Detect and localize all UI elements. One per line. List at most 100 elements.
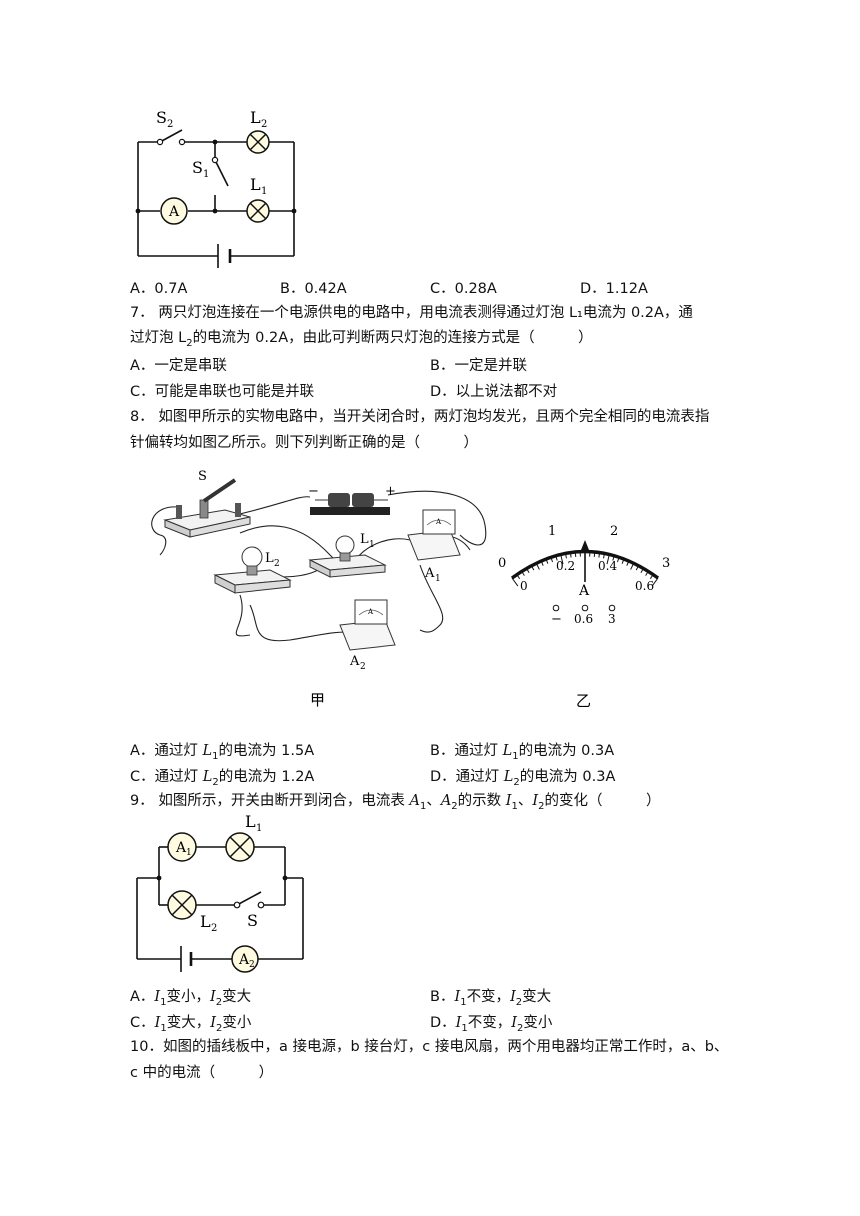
dial-tick — [616, 557, 620, 563]
svg-text:2: 2 — [249, 960, 255, 970]
svg-text:1: 1 — [369, 540, 375, 550]
q8-option-d[interactable]: D．通过灯 L2的电流为 0.3A — [430, 769, 616, 788]
l2-label: L — [250, 108, 261, 127]
lamp-l2-label: L — [200, 912, 211, 931]
svg-text:2: 2 — [261, 119, 267, 130]
dial-tick — [555, 555, 558, 561]
dial-tick — [565, 553, 567, 559]
lamp-l1-label: L — [245, 812, 256, 831]
battery-plus-label: + — [385, 484, 396, 499]
l1-label: L — [250, 175, 261, 194]
svg-text:2: 2 — [274, 559, 280, 569]
q9-stem: 9． 如图所示，开关由断开到闭合，电流表 A1、A2的示数 I1、I2的变化（ … — [130, 793, 661, 812]
dial-tick — [635, 565, 639, 571]
q6-option-d[interactable]: D．1.12A — [580, 281, 648, 297]
svg-text:1: 1 — [203, 169, 209, 180]
q8-stem-line2: 针偏转均如图乙所示。则下列判断正确的是（ ） — [130, 435, 478, 451]
terminal-0.6: 0.6 — [574, 612, 593, 626]
q9-circuit-diagram: A 1 L 1 L 2 S A 2 — [136, 812, 304, 973]
q7-option-b[interactable]: B．一定是并联 — [430, 358, 527, 374]
s2-label: S — [156, 108, 167, 127]
dial-tick — [598, 552, 601, 558]
q8-figure-jia-physical-circuit: S − + L 1 L 2 A A 1 A A 2 甲 — [151, 469, 487, 709]
dial-tick — [526, 568, 530, 574]
dial-tick — [521, 571, 525, 576]
dial-tick — [531, 565, 535, 571]
q6-option-c[interactable]: C．0.28A — [430, 281, 497, 297]
dial-tick — [560, 554, 564, 565]
inner-scale-0.2: 0.2 — [556, 559, 575, 573]
lamp-l1-label: L — [360, 532, 369, 547]
svg-text:A: A — [435, 518, 442, 526]
q9-option-d[interactable]: D．I1不变，I2变小 — [430, 1015, 553, 1034]
svg-text:1: 1 — [256, 823, 262, 834]
svg-text:2: 2 — [360, 662, 366, 672]
dial-tick — [606, 554, 610, 565]
inner-scale-0: 0 — [520, 579, 528, 593]
terminal-minus: − — [551, 612, 562, 627]
dial-tick — [630, 563, 635, 570]
figure-jia-caption: 甲 — [310, 691, 325, 709]
svg-text:2: 2 — [211, 923, 217, 934]
dial-tick — [516, 574, 521, 580]
ammeter-a2-label: A — [349, 654, 360, 669]
q7-option-d[interactable]: D．以上说法都不对 — [430, 384, 558, 400]
q8-option-c[interactable]: C．通过灯 L2的电流为 1.2A — [130, 769, 315, 788]
svg-text:1: 1 — [435, 574, 441, 584]
dial-meter-label: A — [578, 583, 590, 599]
q10-stem-line2: c 中的电流（ ） — [130, 1065, 274, 1081]
switch-s-label: S — [247, 911, 258, 930]
lamp-l2-icon — [246, 130, 270, 154]
svg-text:1: 1 — [186, 848, 192, 858]
dial-tick — [645, 571, 649, 576]
q9-option-a[interactable]: A．I1变小，I2变大 — [130, 989, 252, 1008]
terminal-3: 3 — [608, 612, 616, 626]
battery-minus-label: − — [308, 484, 319, 499]
outer-scale-0: 0 — [498, 556, 506, 571]
dial-tick — [651, 577, 659, 587]
q6-option-a[interactable]: A．0.7A — [130, 281, 188, 297]
dial-tick — [550, 557, 554, 563]
dial-tick — [540, 560, 544, 566]
dial-tick — [649, 574, 654, 580]
dial-tick — [535, 563, 540, 570]
dial-tick — [545, 558, 549, 564]
s1-label: S — [192, 158, 203, 177]
lamp-l2-label: L — [265, 551, 274, 566]
dial-tick — [621, 558, 625, 564]
switch-s-label: S — [198, 469, 207, 484]
ammeter-a2-label: A — [238, 952, 250, 968]
q8-stem-line1: 8． 如图甲所示的实物电路中，当开关闭合时，两灯泡均发光，且两个完全相同的电流表… — [130, 409, 710, 425]
inner-scale-0.4: 0.4 — [598, 559, 617, 573]
outer-scale-3: 3 — [662, 556, 670, 571]
ammeter-a1-label: A — [424, 566, 435, 581]
dial-tick — [640, 568, 644, 574]
dial-tick — [569, 552, 572, 558]
outer-scale-1: 1 — [548, 524, 556, 539]
ammeter-label: A — [168, 204, 180, 220]
q7-option-a[interactable]: A．一定是串联 — [130, 358, 227, 374]
q8-option-b[interactable]: B．通过灯 L1的电流为 0.3A — [430, 743, 615, 762]
dial-tick — [626, 560, 630, 566]
dial-tick — [612, 555, 615, 561]
q9-option-b[interactable]: B．I1不变，I2变大 — [430, 989, 552, 1008]
figure-yi-caption: 乙 — [576, 692, 591, 710]
outer-scale-2: 2 — [610, 524, 618, 539]
q6-option-b[interactable]: B．0.42A — [280, 281, 347, 297]
lamp-l1-icon — [246, 199, 270, 223]
q9-option-c[interactable]: C．I1变大，I2变小 — [130, 1015, 252, 1034]
dial-tick — [603, 553, 605, 559]
q7-option-c[interactable]: C．可能是串联也可能是并联 — [130, 384, 315, 400]
ammeter-a1-label: A — [175, 840, 187, 856]
svg-text:1: 1 — [261, 186, 267, 197]
q6-circuit-diagram: A S 2 L 2 S 1 L 1 — [135, 108, 297, 268]
dial-tick — [511, 577, 519, 587]
inner-scale-0.6: 0.6 — [635, 579, 654, 593]
svg-text:A: A — [367, 608, 374, 616]
q8-figure-yi-meter-dial: 0 1 2 3 0 0.2 0.4 0.6 A − 0.6 3 乙 — [498, 524, 670, 710]
q8-option-a[interactable]: A．通过灯 L1的电流为 1.5A — [130, 743, 315, 762]
q10-stem-line1: 10．如图的插线板中，a 接电源，b 接台灯，c 接电风扇，两个用电器均正常工作… — [130, 1039, 729, 1055]
svg-text:2: 2 — [167, 119, 173, 130]
q7-stem-line1: 7． 两只灯泡连接在一个电源供电的电路中，用电流表测得通过灯泡 L₁电流为 0.… — [130, 305, 693, 321]
q7-stem-line2: 过灯泡 L2的电流为 0.2A，由此可判断两只灯泡的连接方式是（ ） — [130, 330, 593, 349]
